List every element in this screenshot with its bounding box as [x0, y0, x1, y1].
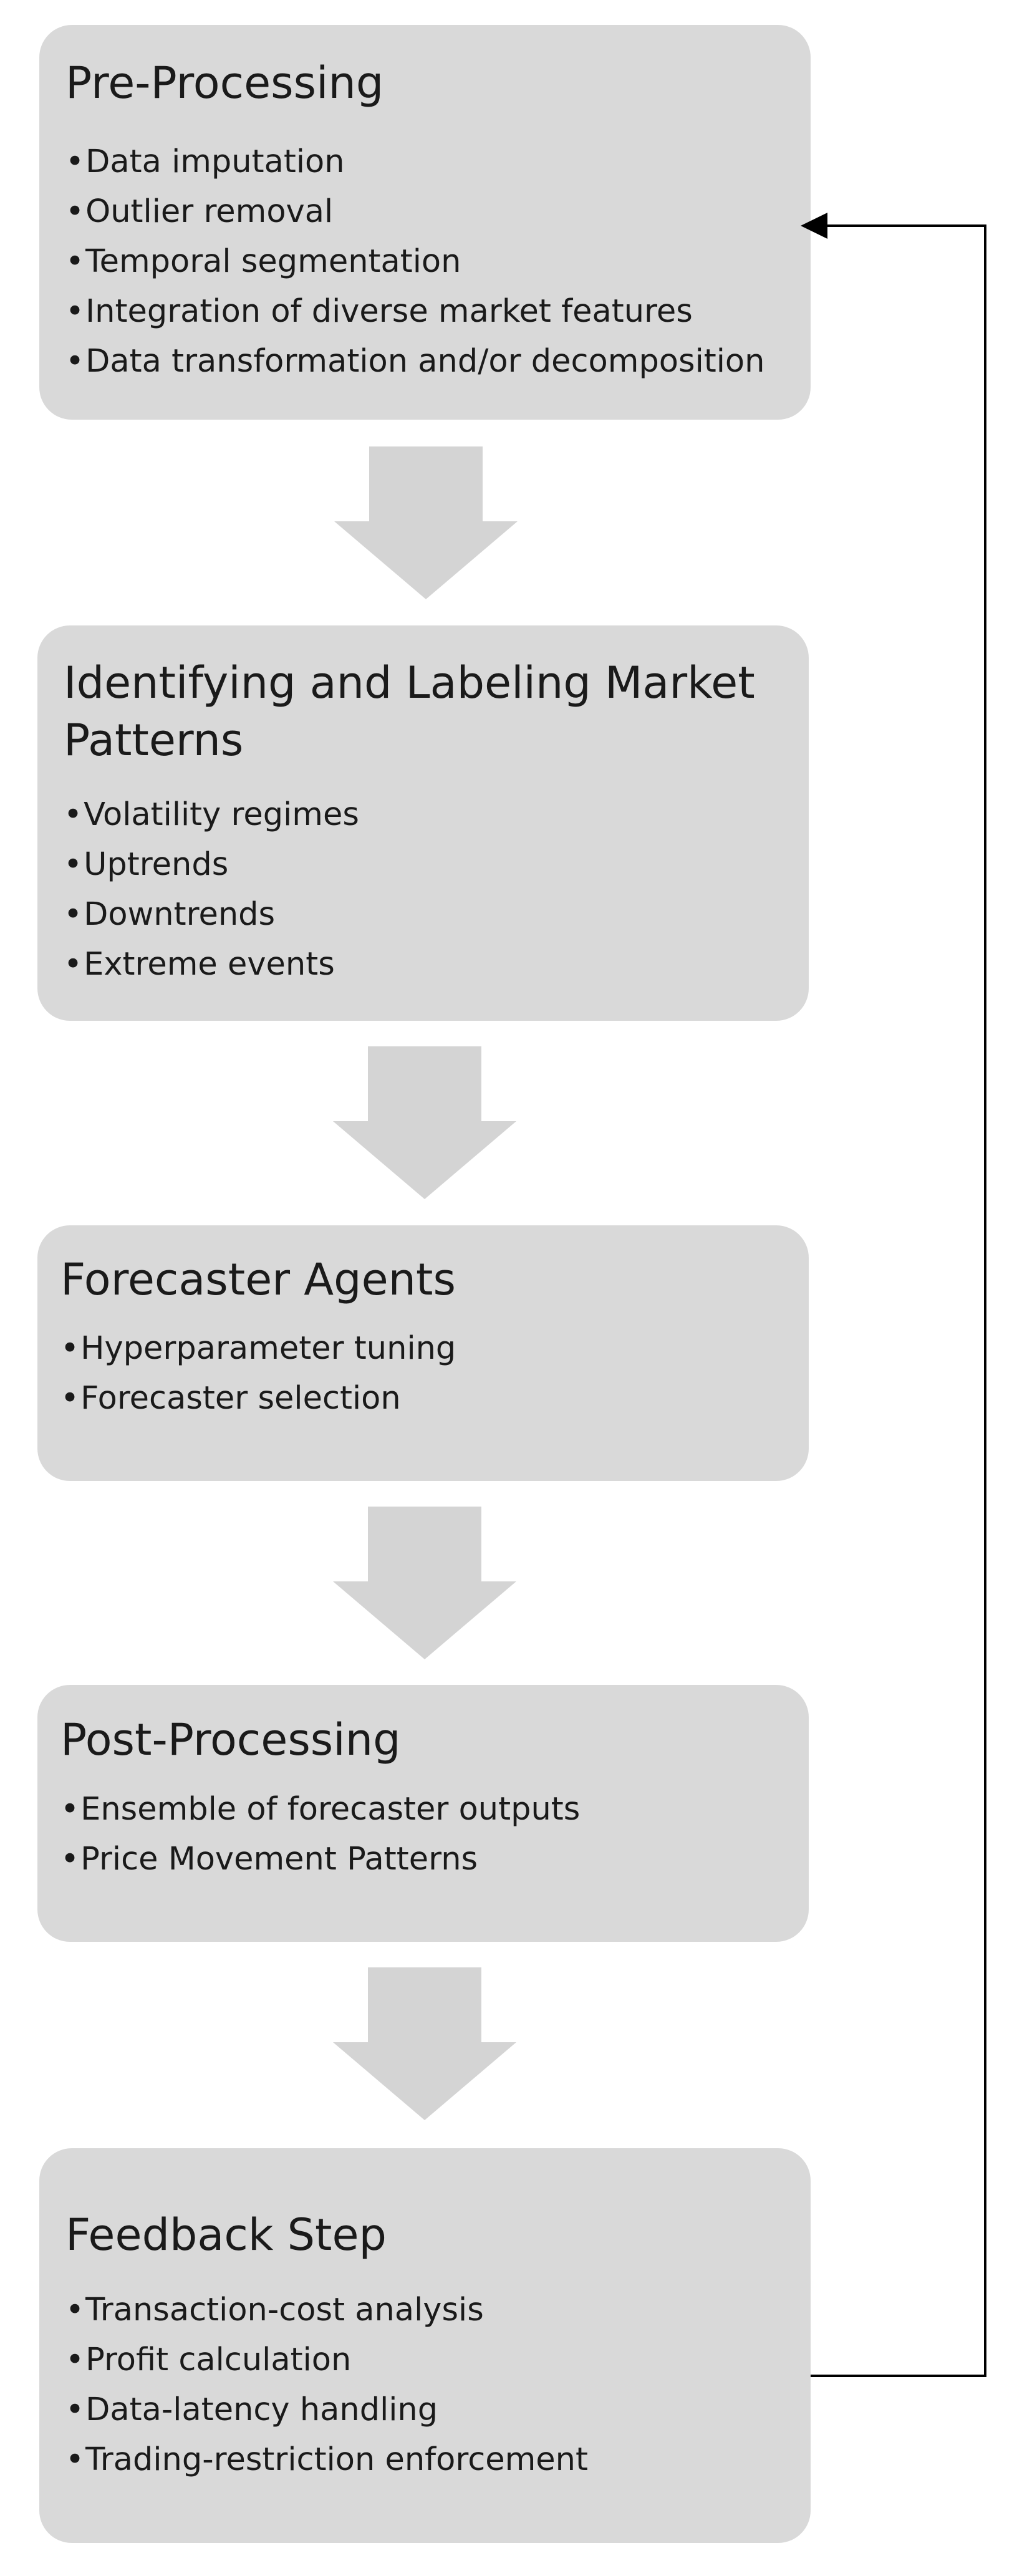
step-box-post-processing: Post-Processing •Ensemble of forecaster …	[37, 1685, 809, 1942]
step-title: Post-Processing	[60, 1714, 401, 1765]
step-title: Pre-Processing	[65, 57, 384, 109]
bullet-icon: •	[60, 1330, 80, 1367]
bullet-icon: •	[60, 1380, 80, 1417]
down-arrow-icon	[334, 446, 518, 599]
bullet-icon: •	[65, 143, 85, 180]
step-items: •Hyperparameter tuning •Forecaster selec…	[60, 1324, 796, 1424]
list-item: •Forecaster selection	[60, 1374, 796, 1424]
step-box-feedback: Feedback Step •Transaction-cost analysis…	[39, 2148, 811, 2543]
bullet-icon: •	[64, 796, 83, 833]
list-item: •Data-latency handling	[65, 2385, 798, 2435]
bullet-icon: •	[65, 2342, 85, 2378]
bullet-icon: •	[65, 2292, 85, 2328]
down-arrow-icon	[333, 1507, 516, 1659]
list-item: •Profit calculation	[65, 2335, 798, 2385]
bullet-icon: •	[65, 193, 85, 230]
feedback-arrowhead-icon	[801, 213, 827, 239]
step-items: •Transaction-cost analysis •Profit calcu…	[65, 2285, 798, 2485]
step-items: •Ensemble of forecaster outputs •Price M…	[60, 1785, 796, 1884]
bullet-icon: •	[65, 343, 85, 380]
bullet-icon: •	[60, 1841, 80, 1878]
bullet-icon: •	[64, 846, 83, 883]
step-items: •Volatility regimes •Uptrends •Downtrend…	[64, 790, 796, 990]
list-item: •Temporal segmentation	[65, 237, 798, 287]
bullet-icon: •	[64, 946, 83, 983]
step-items: •Data imputation •Outlier removal •Tempo…	[65, 137, 798, 387]
list-item: •Extreme events	[64, 940, 796, 990]
list-item: •Downtrends	[64, 890, 796, 940]
step-box-pre-processing: Pre-Processing •Data imputation •Outlier…	[39, 25, 811, 420]
step-box-market-patterns: Identifying and Labeling Market Patterns…	[37, 625, 809, 1021]
list-item: •Transaction-cost analysis	[65, 2285, 798, 2335]
step-title: Feedback Step	[65, 2209, 387, 2260]
step-box-forecaster-agents: Forecaster Agents •Hyperparameter tuning…	[37, 1225, 809, 1481]
feedback-loop-line	[811, 224, 986, 2377]
down-arrow-icon	[333, 1967, 516, 2120]
list-item: •Trading-restriction enforcement	[65, 2435, 798, 2485]
list-item: •Data transformation and/or decompositio…	[65, 337, 798, 387]
bullet-icon: •	[64, 896, 83, 933]
step-title: Forecaster Agents	[60, 1254, 456, 1305]
list-item: •Price Movement Patterns	[60, 1835, 796, 1884]
step-title: Identifying and Labeling Market Patterns	[64, 657, 755, 766]
list-item: •Outlier removal	[65, 187, 798, 237]
bullet-icon: •	[65, 2441, 85, 2478]
list-item: •Data imputation	[65, 137, 798, 187]
bullet-icon: •	[60, 1791, 80, 1828]
down-arrow-icon	[333, 1046, 516, 1199]
list-item: •Ensemble of forecaster outputs	[60, 1785, 796, 1835]
list-item: •Volatility regimes	[64, 790, 796, 840]
bullet-icon: •	[65, 293, 85, 330]
list-item: •Integration of diverse market features	[65, 287, 798, 337]
list-item: •Hyperparameter tuning	[60, 1324, 796, 1374]
list-item: •Uptrends	[64, 840, 796, 890]
bullet-icon: •	[65, 2391, 85, 2428]
bullet-icon: •	[65, 243, 85, 280]
